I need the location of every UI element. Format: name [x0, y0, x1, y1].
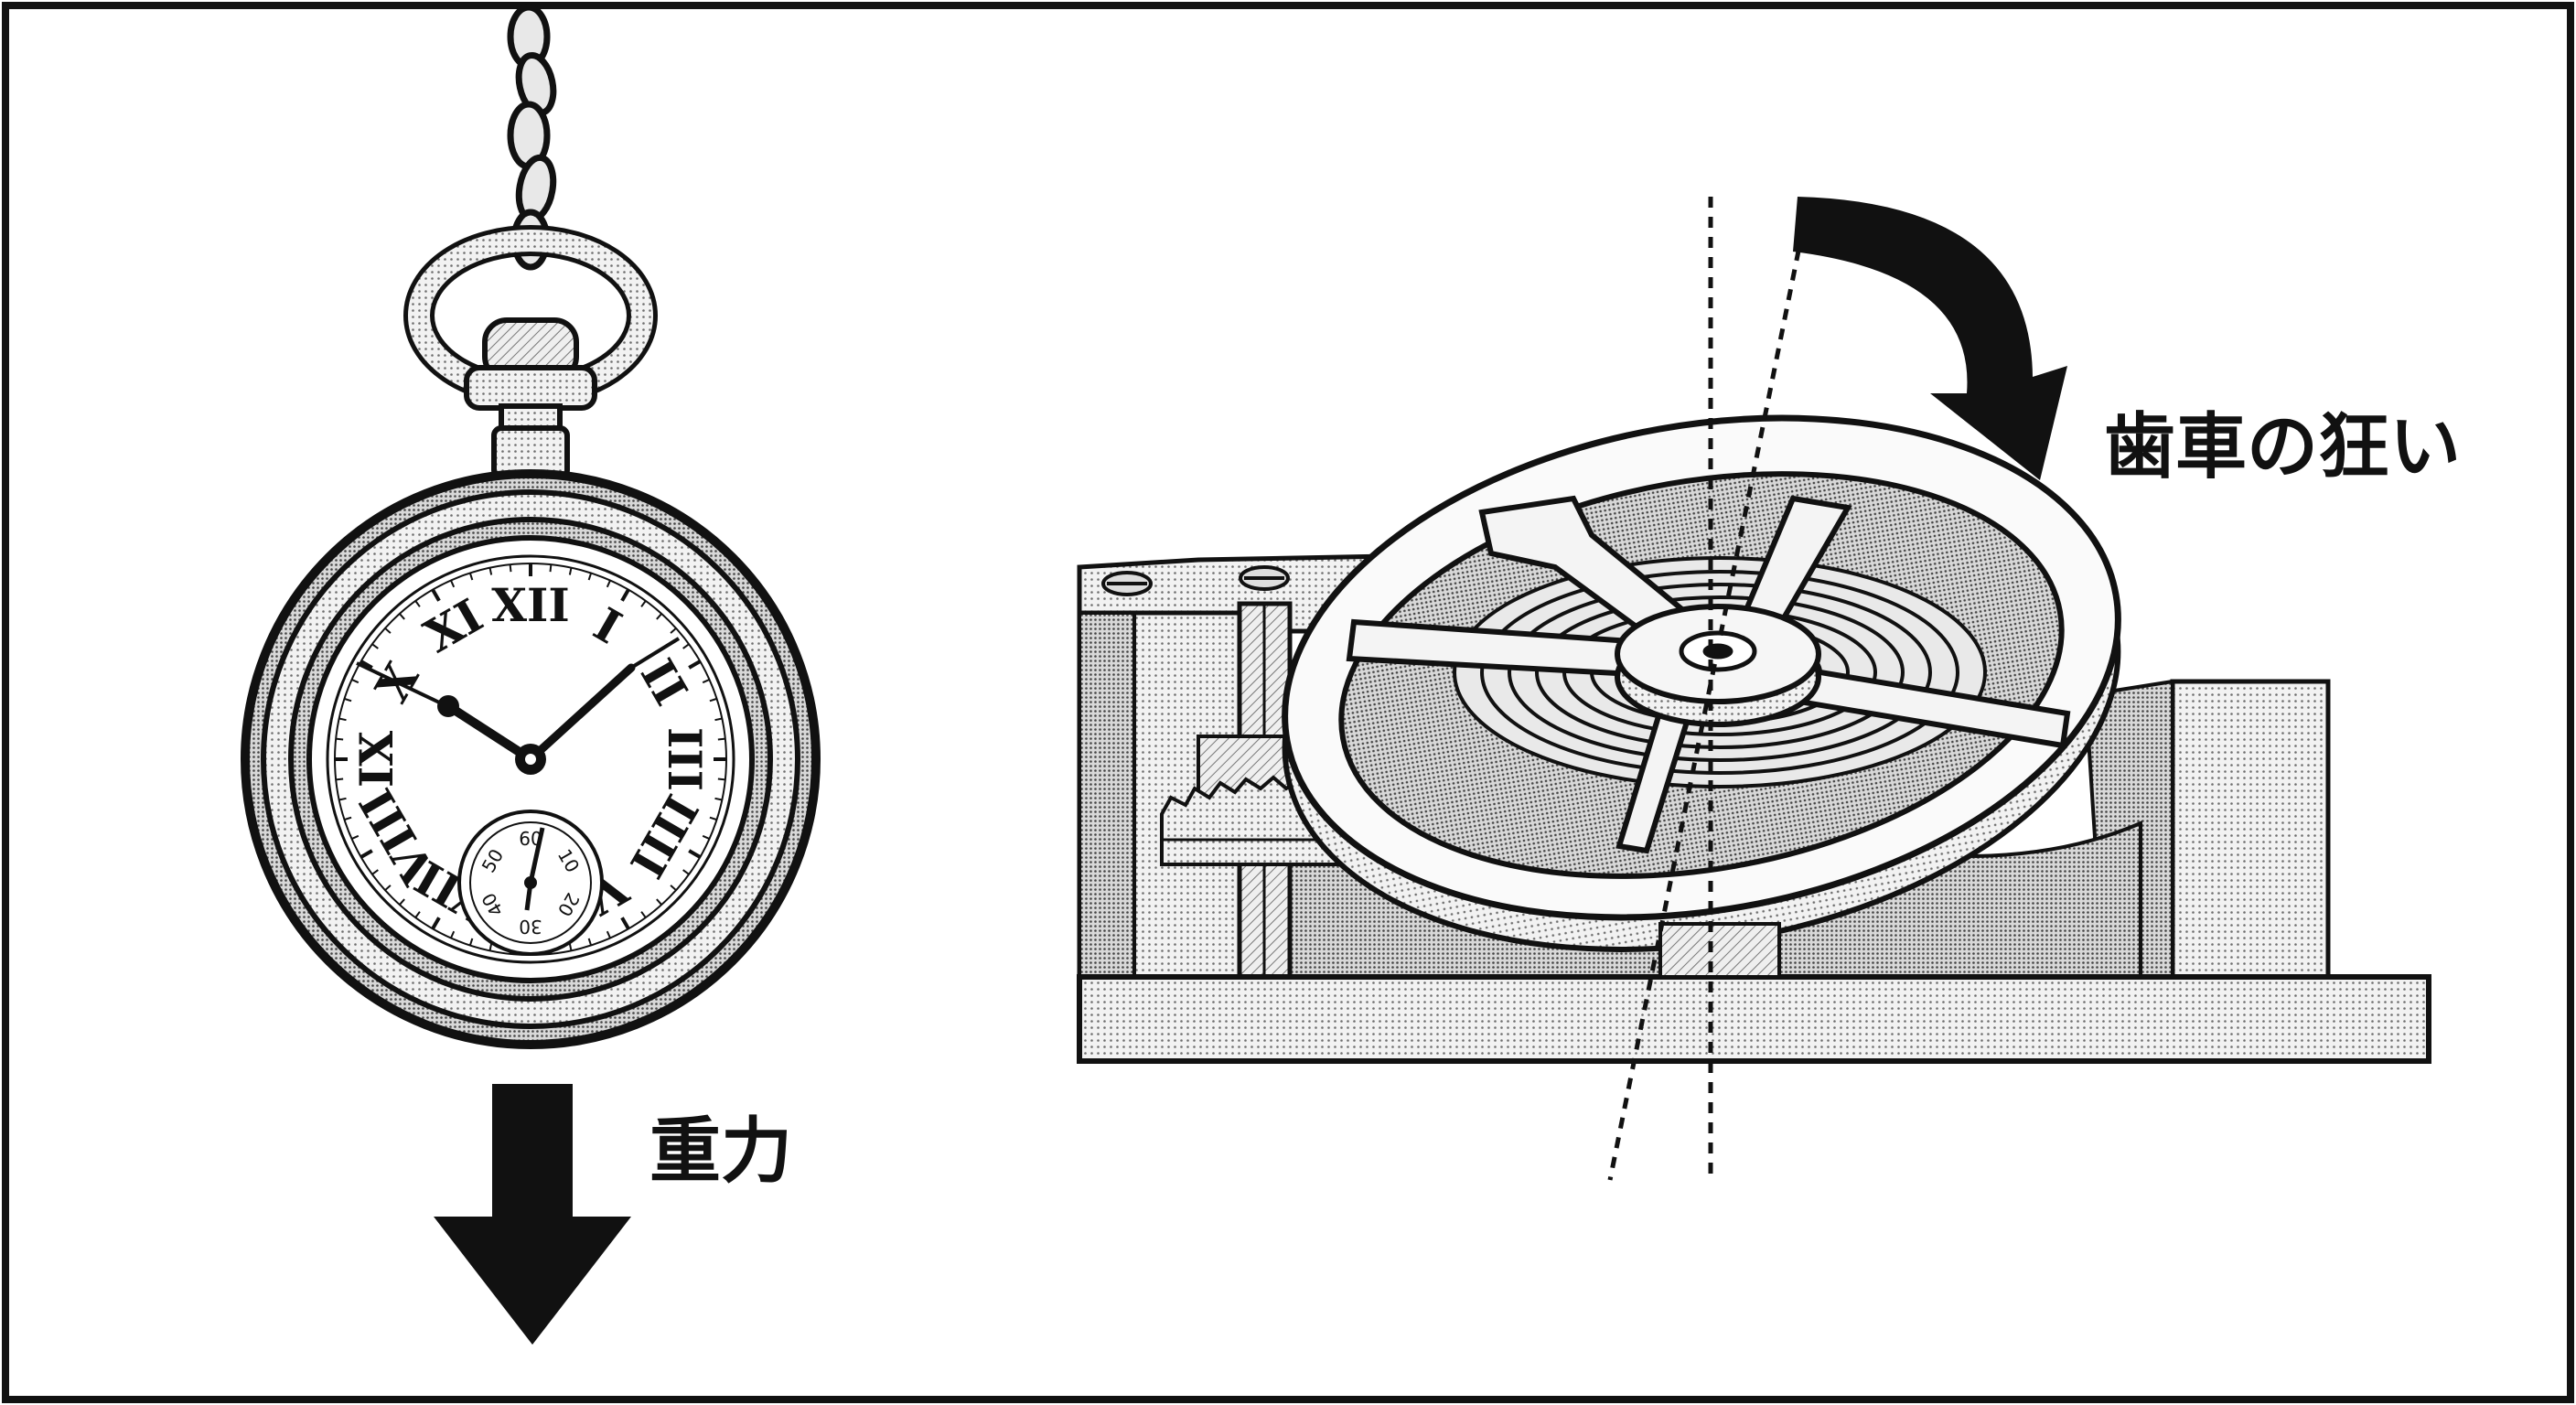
- minute-tick: [670, 627, 677, 634]
- pocket-watch: XIIIIIIIIIIIIVVIVIIVIIIIXXXI 60102030405…: [241, 4, 821, 1049]
- minute-tick: [351, 834, 360, 840]
- minute-tick: [656, 613, 662, 620]
- subdial-number: 30: [519, 916, 542, 938]
- gravity-label: 重力: [649, 1110, 792, 1193]
- minute-tick: [702, 679, 710, 684]
- minute-tick: [606, 580, 611, 588]
- minute-tick: [709, 816, 717, 821]
- minute-tick: [688, 849, 702, 859]
- minute-tick: [468, 938, 474, 946]
- minute-tick: [670, 885, 677, 891]
- minute-tick: [587, 938, 593, 946]
- minute-track: [335, 563, 726, 955]
- minute-tick: [640, 911, 647, 918]
- minute-tick: [336, 778, 344, 781]
- minute-tick: [640, 600, 647, 607]
- minute-tick: [688, 660, 702, 670]
- minute-tick: [620, 917, 630, 930]
- minute-hand: [526, 637, 681, 764]
- dial-numeral: IX: [349, 731, 403, 788]
- minute-tick: [384, 627, 392, 634]
- minute-tick: [606, 930, 611, 938]
- minute-tick: [656, 898, 662, 906]
- minute-tick: [682, 869, 690, 875]
- minute-tick: [717, 778, 725, 781]
- minute-tick: [399, 898, 405, 906]
- minute-tick: [431, 917, 441, 930]
- seconds-hand: [528, 827, 545, 884]
- minute-tick: [488, 567, 493, 575]
- watch-movement: [1077, 197, 2431, 1181]
- minute-tick: [450, 930, 456, 938]
- minute-tick: [682, 643, 690, 649]
- minute-tick: [414, 600, 421, 607]
- minute-tick: [549, 564, 553, 573]
- base-plate: [1077, 974, 2431, 1064]
- minute-tick: [488, 943, 493, 951]
- minute-tick: [450, 580, 456, 588]
- minute-tick: [714, 797, 723, 801]
- watch-crown: [464, 317, 597, 480]
- dial-numeral: III: [658, 727, 712, 791]
- minute-tick: [620, 588, 630, 602]
- minute-tick: [587, 573, 593, 581]
- arrow-down-icon: [434, 1084, 631, 1345]
- minute-tick: [414, 911, 421, 918]
- deviation-label: 歯車の狂い: [2104, 406, 2461, 488]
- minute-tick: [709, 697, 717, 702]
- minute-tick: [509, 564, 512, 573]
- minute-tick: [717, 737, 725, 741]
- minute-tick: [568, 943, 573, 951]
- dial-numeral: XII: [491, 578, 570, 632]
- minute-tick: [568, 567, 573, 575]
- minute-tick: [431, 588, 441, 602]
- minute-tick: [399, 613, 405, 620]
- minute-tick: [468, 573, 474, 581]
- minute-tick: [344, 816, 352, 821]
- tilted-axis-line: [1607, 209, 1809, 1181]
- minute-tick: [371, 869, 379, 875]
- minute-tick: [336, 737, 344, 741]
- minute-tick: [702, 834, 710, 840]
- curved-arrow-icon: [1793, 197, 2067, 480]
- minute-tick: [371, 643, 379, 649]
- minute-tick: [351, 679, 360, 684]
- minute-tick: [360, 660, 373, 670]
- minute-tick: [384, 885, 392, 891]
- minute-tick: [360, 849, 373, 859]
- minute-tick: [344, 697, 352, 702]
- minute-tick: [338, 717, 347, 722]
- minute-tick: [714, 717, 723, 722]
- minute-tick: [338, 797, 347, 801]
